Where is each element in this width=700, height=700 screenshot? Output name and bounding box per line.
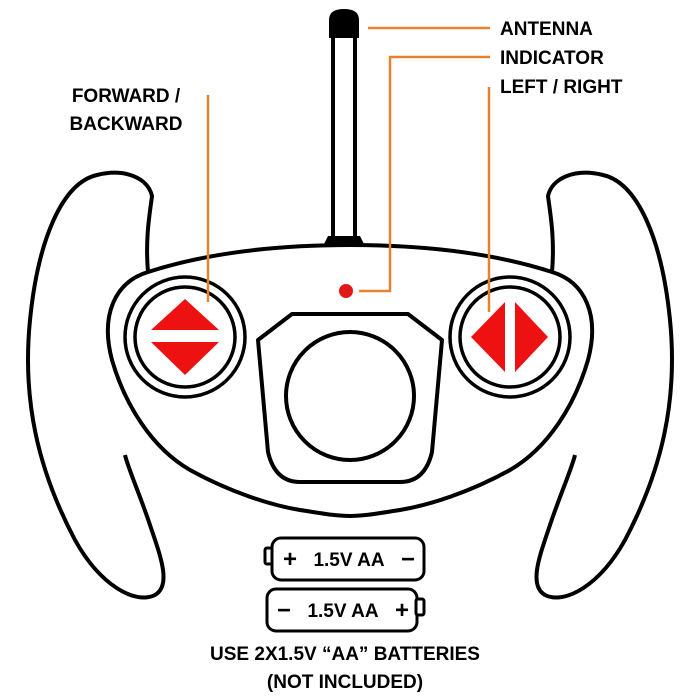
center-dome (256, 312, 444, 484)
battery-note-line2: (NOT INCLUDED) (267, 672, 423, 693)
led-dot-icon (339, 284, 353, 298)
indicator-label: INDICATOR (500, 48, 604, 69)
battery-1-plus-sign: + (283, 546, 297, 573)
up-down-arrows-icon (151, 299, 219, 375)
antenna-label: ANTENNA (500, 19, 593, 40)
battery-2: − 1.5V AA + (265, 587, 426, 633)
antenna (322, 9, 366, 248)
battery-note-line1: USE 2X1.5V “AA” BATTERIES (210, 644, 480, 665)
battery-1: + 1.5V AA − (263, 536, 426, 582)
forward-backward-button[interactable] (123, 275, 247, 399)
battery-2-minus-sign: − (277, 597, 291, 624)
forward-label-line2: BACKWARD (70, 114, 183, 135)
battery-1-label: 1.5V AA (313, 550, 384, 571)
battery-2-plus-sign: + (395, 597, 409, 624)
battery-2-label: 1.5V AA (307, 601, 378, 622)
left-right-arrows-icon (471, 302, 548, 372)
forward-label-line1: FORWARD / (72, 86, 181, 107)
leader-lines (206, 26, 491, 312)
left-right-button[interactable] (448, 275, 572, 399)
battery-1-minus-sign: − (401, 546, 415, 573)
left-right-label: LEFT / RIGHT (500, 77, 623, 98)
